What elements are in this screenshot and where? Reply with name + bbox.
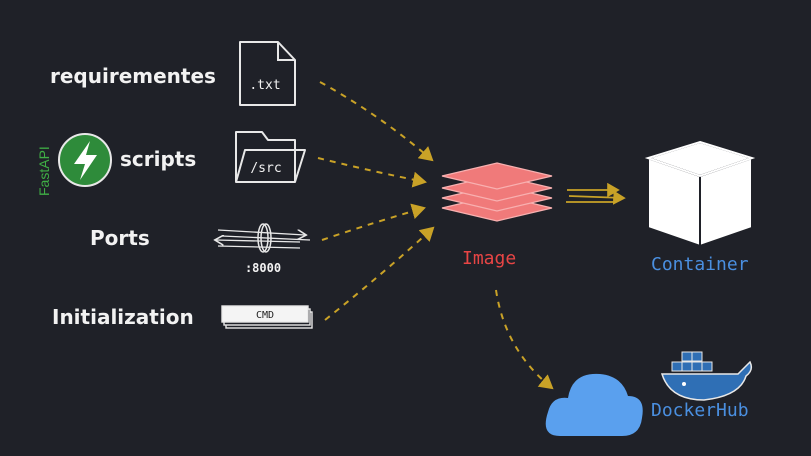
ports-label: Ports [90,226,150,250]
folder-icon: /src [235,131,306,183]
arrow-image-to-container [566,182,626,205]
fastapi-logo-icon [58,133,112,187]
scripts-label: scripts [120,147,197,171]
dockerhub-label: DockerHub [651,400,749,421]
requirements-label: requirementes [50,64,216,88]
arrow-image-to-dockerhub [495,289,554,390]
arrow-ports-to-image [321,203,426,241]
initialization-label: Initialization [52,305,194,329]
fastapi-label: FastAPI [36,146,52,196]
arrow-requirements-to-image [319,81,434,162]
arrow-init-to-image [324,226,435,321]
ports-icon: :8000 [216,223,311,275]
folder-label: /src [250,161,281,176]
container-cube-icon [644,140,756,248]
txt-file-icon: .txt [239,41,296,106]
txt-file-label: .txt [249,78,280,93]
port-number-label: :8000 [245,261,281,275]
cmd-label: CMD [256,310,274,321]
image-label: Image [462,248,517,269]
cloud-icon [545,373,643,436]
container-label: Container [651,254,749,275]
cmd-icon: CMD [221,305,313,329]
arrow-scripts-to-image [317,157,427,188]
docker-whale-icon [660,351,753,401]
image-layers-icon [441,162,553,222]
